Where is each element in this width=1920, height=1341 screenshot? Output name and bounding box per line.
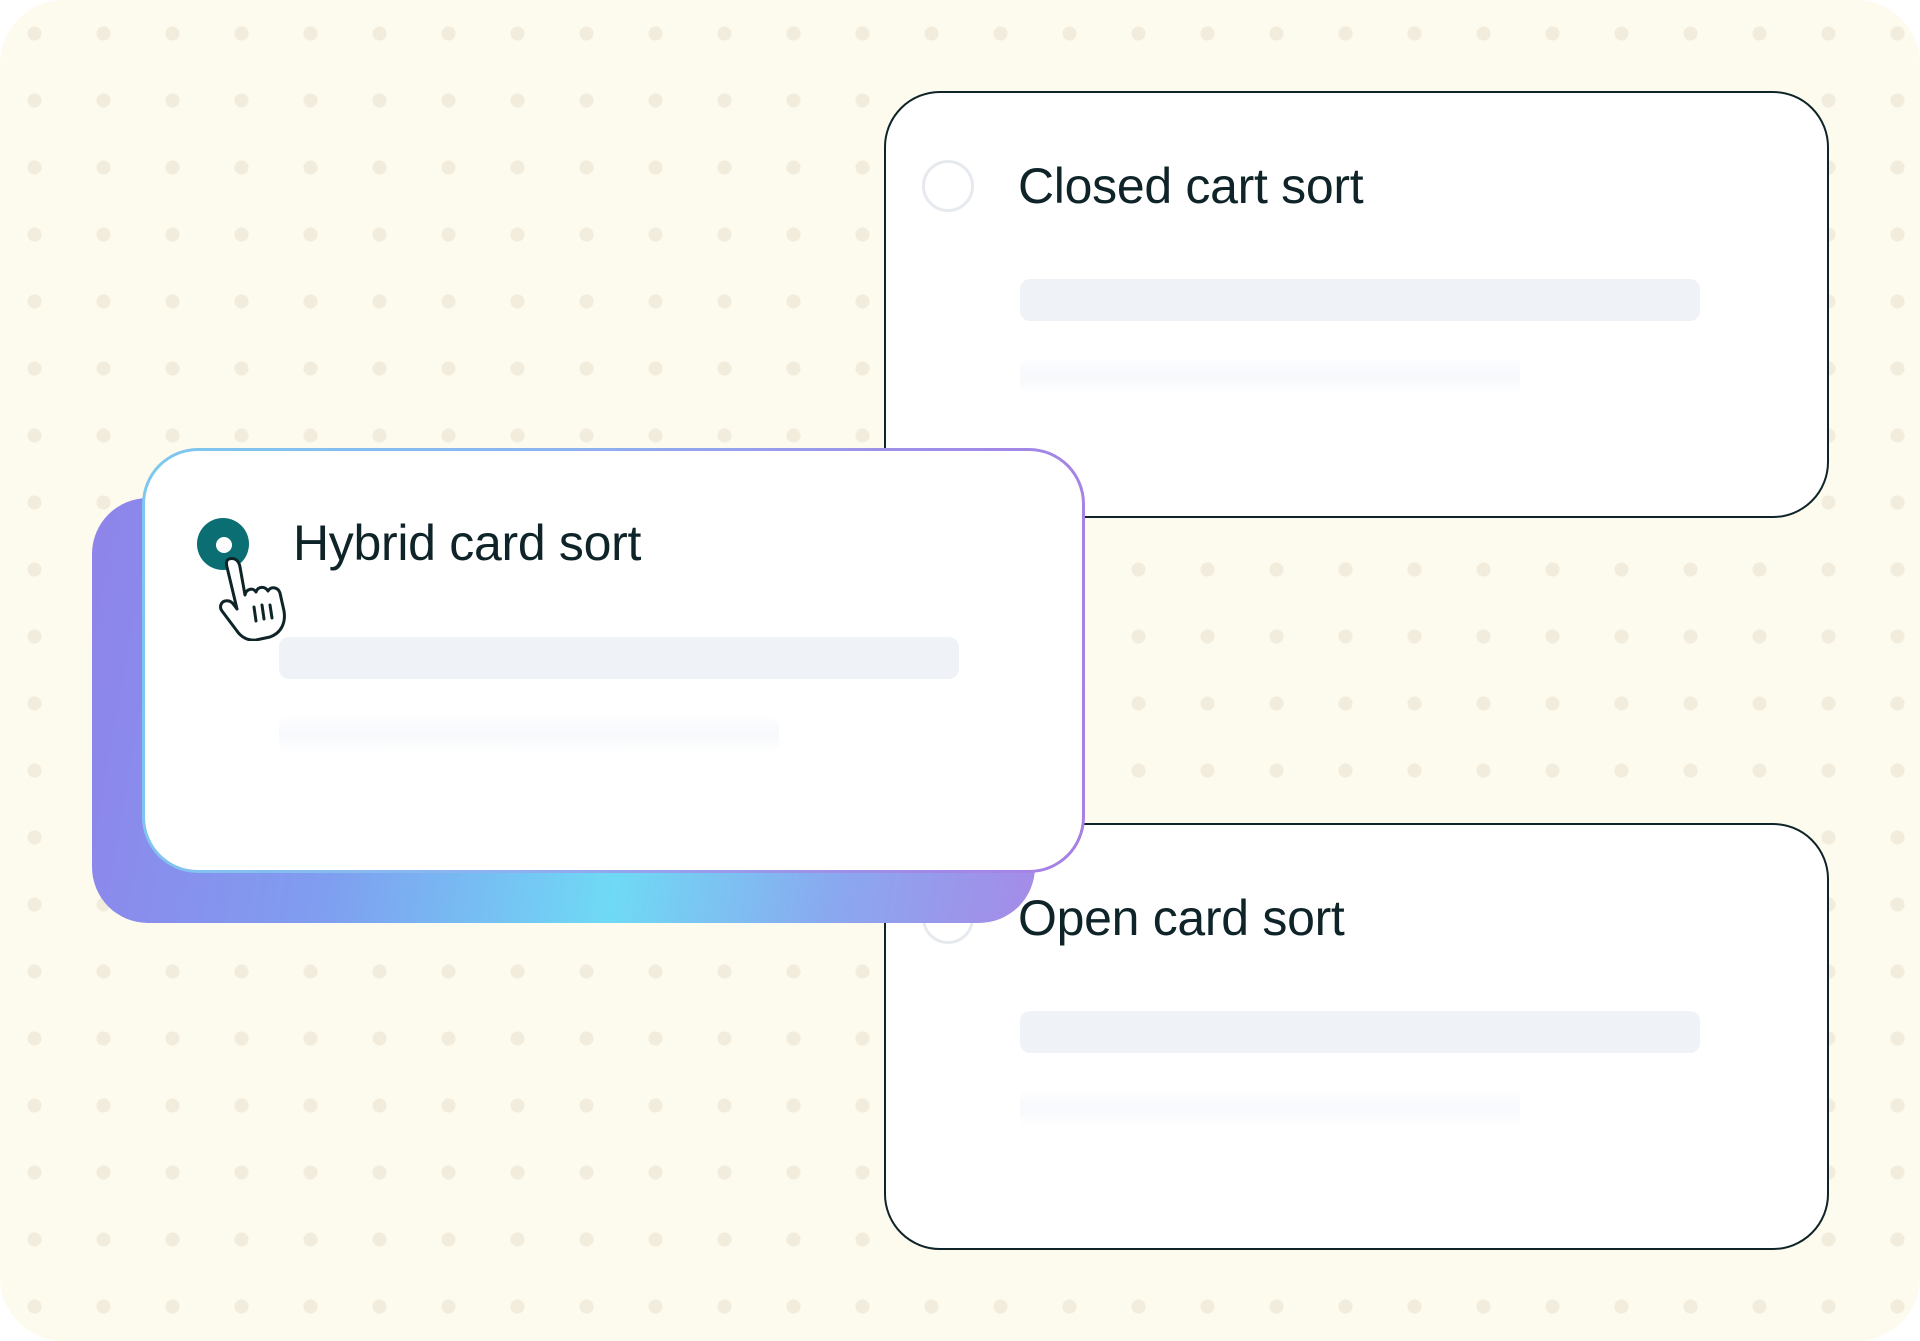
placeholder-line-primary [1020, 1011, 1700, 1053]
hand-pointer-icon [219, 557, 286, 641]
radio-closed-cart-sort[interactable] [922, 160, 974, 212]
placeholder-line-secondary [1020, 1089, 1520, 1127]
option-title-closed-cart-sort: Closed cart sort [1018, 158, 1364, 214]
radio-hybrid-card-sort[interactable] [197, 518, 249, 570]
option-title-open-card-sort: Open card sort [1018, 890, 1345, 946]
option-title-hybrid-card-sort: Hybrid card sort [293, 515, 642, 571]
selected-card-body: Hybrid card sort [145, 451, 1082, 870]
selected-card-gradient-border: Hybrid card sort [142, 448, 1085, 873]
option-card-open-card-sort[interactable]: Open card sort [884, 823, 1829, 1250]
option-card-closed-cart-sort[interactable]: Closed cart sort [884, 91, 1829, 518]
placeholder-line-primary [279, 637, 959, 679]
option-card-hybrid-card-sort[interactable]: Hybrid card sort [92, 448, 1085, 923]
placeholder-line-primary [1020, 279, 1700, 321]
placeholder-line-secondary [279, 715, 779, 753]
placeholder-line-secondary [1020, 357, 1520, 395]
